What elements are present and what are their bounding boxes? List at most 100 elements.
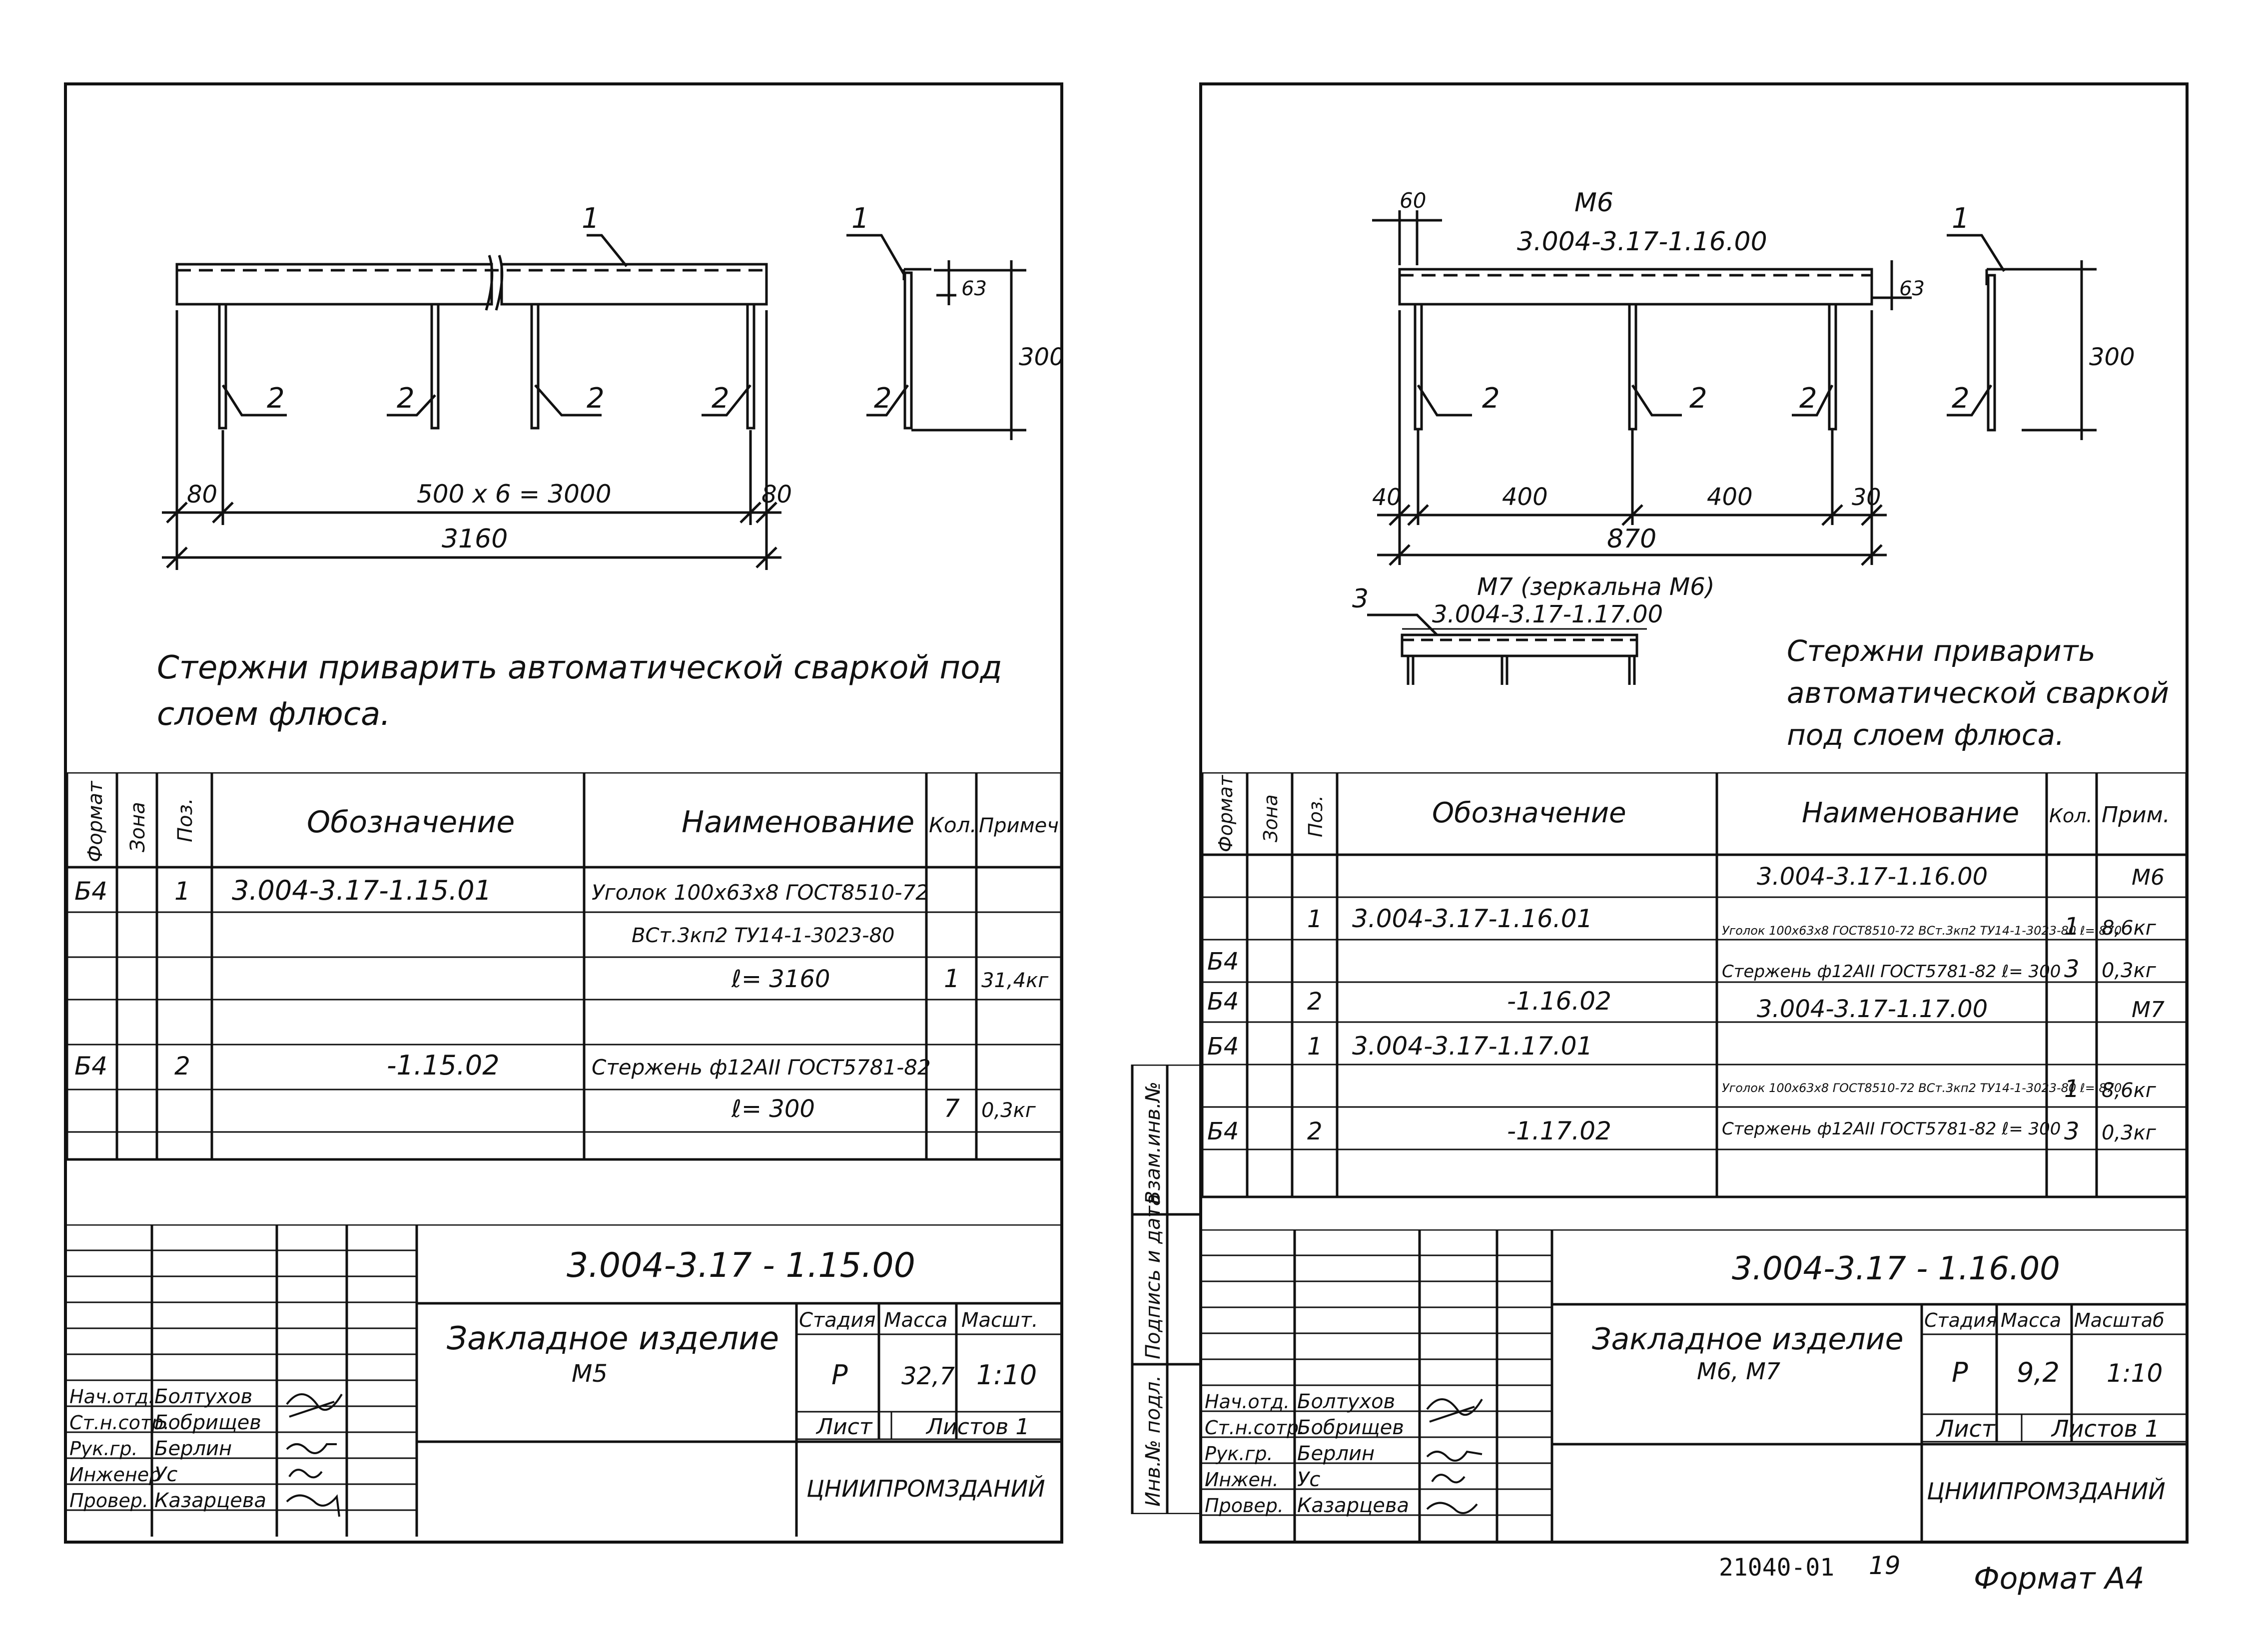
right-spec-r5-pos: 2: [1307, 1117, 1323, 1145]
right-m7-callout: 3: [1352, 584, 1369, 614]
right-spec-r4-desig: 3.004-3.17-1.17.01: [1352, 1032, 1592, 1061]
right-tb-stage-label: Стадия: [1924, 1309, 1997, 1331]
left-spec-r5-qty: 7: [944, 1094, 960, 1123]
right-m7-code: 3.004-3.17-1.17.00: [1432, 600, 1663, 628]
right-tb-org: ЦНИИПРОМЗДАНИЙ: [1927, 1478, 2166, 1505]
left-rod-label-1: 2: [267, 382, 285, 415]
right-spec-header-zone: Зона: [1260, 794, 1282, 842]
right-tb-mass: 9,2: [2017, 1357, 2060, 1388]
right-spec-r4-note: 8,6кг: [2102, 1079, 2157, 1102]
right-tb-mass-label: Масса: [2001, 1309, 2061, 1331]
right-dim-63: 63: [1899, 277, 1925, 300]
right-side-label-0: Взам.инв.№: [1142, 1082, 1165, 1204]
right-side-strip: Взам.инв.№ Подпись и дата Инв.№ подл.: [1131, 1065, 1202, 1514]
left-dim-63: 63: [961, 277, 987, 300]
right-dim-400b: 400: [1707, 483, 1753, 511]
right-spec-header-pos: Поз.: [1305, 795, 1327, 837]
left-tb-stage: Р: [831, 1359, 848, 1391]
left-note: Стержни приварить автоматической сваркой…: [157, 649, 1002, 733]
left-spec-r4-desig: -1.15.02: [387, 1050, 500, 1081]
left-tb-stage-label: Стадия: [799, 1309, 875, 1332]
left-spec-r2-qty: 1: [944, 964, 960, 993]
right-dim-400a: 400: [1502, 483, 1548, 511]
right-tb-role-4: Провер.: [1205, 1495, 1284, 1517]
right-spec-r4-name: Уголок 100x63x8 ГОСТ8510-72 ВСт.3кп2 ТУ1…: [1722, 1081, 2122, 1095]
left-spec-r0-name: Уголок 100x63x8 ГОСТ8510-72: [592, 880, 929, 905]
left-spec-table: Формат Зона Поз. Обозначение Наименовани…: [67, 772, 1061, 1161]
left-tb-name-3: Ус: [154, 1463, 177, 1486]
right-note: Стержни приварить автоматической сваркой…: [1787, 634, 2169, 752]
left-tb-org: ЦНИИПРОМЗДАНИЙ: [806, 1475, 1045, 1502]
left-sheet: 1 1 2 2 2 2 2 63 300 80 500 x 6 = 3000 8…: [64, 82, 1063, 1544]
right-dim-total: 870: [1607, 524, 1656, 554]
right-tb-role-3: Инжен.: [1205, 1469, 1279, 1491]
left-callout-1-top: 1: [582, 202, 600, 235]
right-spec-table: Формат Зона Поз. Обозначение Наименовани…: [1202, 772, 2187, 1198]
right-spec-r3-note: М7: [2132, 997, 2165, 1023]
left-drawing: 1 1 2 2 2 2 2 63 300 80 500 x 6 = 3000 8…: [162, 202, 1061, 570]
right-m6-code: 3.004-3.17-1.16.00: [1517, 227, 1767, 257]
right-rod-label-3: 2: [1799, 382, 1817, 415]
right-spec-r5-note: 0,3кг: [2102, 1121, 2157, 1144]
left-spec-header-zone: Зона: [126, 802, 149, 852]
right-spec-r1-note: 8,6кг: [2102, 917, 2157, 940]
left-tb-name-0: Болтухов: [154, 1385, 252, 1408]
right-spec-r5-name: Стержень ф12АII ГОСТ5781-82 ℓ= 300: [1722, 1119, 2061, 1139]
right-tb-name-2: Берлин: [1297, 1442, 1375, 1465]
right-spec-header-qty: Кол.: [2049, 805, 2093, 827]
left-spec-r1-name: ВСт.3кп2 ТУ14-1-3023-80: [632, 924, 894, 947]
right-spec-r2-fmt: Б4: [1207, 988, 1239, 1016]
left-title-block: 3.004-3.17 - 1.15.00 Закладное изделие М…: [67, 1224, 1061, 1537]
left-spec-header-qty: Кол.: [929, 813, 977, 837]
right-drawing: М6 3.004-3.17-1.16.00 1 60 63 300 2 2 2 …: [1352, 188, 2135, 685]
right-rod-label-2: 2: [1689, 382, 1707, 415]
right-spec-r1-name: Уголок 100x63x8 ГОСТ8510-72 ВСт.3кп2 ТУ1…: [1722, 924, 2122, 938]
doc-number: 21040-01: [1719, 1554, 1835, 1582]
right-spec-r4-qty: 1: [2064, 1075, 2080, 1103]
right-spec-header-designation: Обозначение: [1432, 797, 1626, 829]
right-spec-header-name: Наименование: [1802, 797, 2019, 829]
left-tb-subtitle: М5: [572, 1360, 608, 1388]
right-dim-60: 60: [1400, 188, 1426, 213]
left-spec-r0-fmt: Б4: [74, 877, 107, 906]
right-tb-scale: 1:10: [2107, 1359, 2163, 1388]
right-side-label-2: Инв.№ подл.: [1142, 1375, 1165, 1507]
left-callout-1-side: 1: [851, 202, 869, 235]
right-dim-40: 40: [1372, 484, 1402, 511]
right-spec-r2-pos: 2: [1307, 988, 1323, 1016]
left-spec-r4-name: Стержень ф12АII ГОСТ5781-82: [592, 1055, 931, 1080]
left-spec-header-name: Наименование: [682, 805, 914, 840]
right-spec-r2-note: 0,3кг: [2102, 959, 2157, 982]
right-dim-30: 30: [1852, 484, 1881, 511]
left-dim-80-right: 80: [761, 481, 792, 509]
left-dim-total: 3160: [442, 524, 508, 554]
left-tb-sheets-label: Листов 1: [925, 1414, 1029, 1440]
right-dim-300: 300: [2089, 343, 2135, 371]
left-tb-role-1: Ст.н.сотр.: [69, 1412, 169, 1434]
right-callout-1: 1: [1952, 202, 1970, 235]
right-spec-r2-qty: 3: [2064, 955, 2080, 983]
right-spec-r5-fmt: Б4: [1207, 1117, 1239, 1145]
left-spec-r5-note: 0,3кг: [981, 1099, 1036, 1122]
left-tb-name-2: Берлин: [154, 1437, 232, 1460]
left-spec-header-pos: Поз.: [174, 798, 197, 842]
left-dim-span: 500 x 6 = 3000: [417, 480, 612, 509]
left-tb-role-0: Нач.отд.: [69, 1386, 154, 1408]
left-tb-role-2: Рук.гр.: [69, 1438, 138, 1460]
right-tb-code: 3.004-3.17 - 1.16.00: [1732, 1250, 2060, 1287]
right-side-label-1: Подпись и дата: [1142, 1194, 1165, 1359]
left-dim-80-left: 80: [187, 481, 217, 509]
right-spec-r3-name: 3.004-3.17-1.17.00: [1757, 995, 1988, 1023]
right-tb-subtitle: М6, М7: [1697, 1358, 1780, 1385]
right-tb-scale-label: Масштаб: [2074, 1309, 2165, 1331]
right-tb-sheet-label: Лист: [1936, 1415, 1996, 1442]
right-tb-role-2: Рук.гр.: [1205, 1443, 1273, 1465]
right-spec-r4-fmt: Б4: [1207, 1033, 1239, 1061]
page-number: 19: [1869, 1551, 1901, 1580]
left-tb-code: 3.004-3.17 - 1.15.00: [567, 1246, 915, 1285]
right-tb-stage: Р: [1952, 1357, 1968, 1388]
right-spec-r2-desig: -1.16.02: [1507, 987, 1611, 1016]
left-spec-header-format: Формат: [84, 780, 107, 862]
left-tb-sheet-label: Лист: [815, 1414, 873, 1440]
right-tb-role-0: Нач.отд.: [1205, 1391, 1290, 1413]
